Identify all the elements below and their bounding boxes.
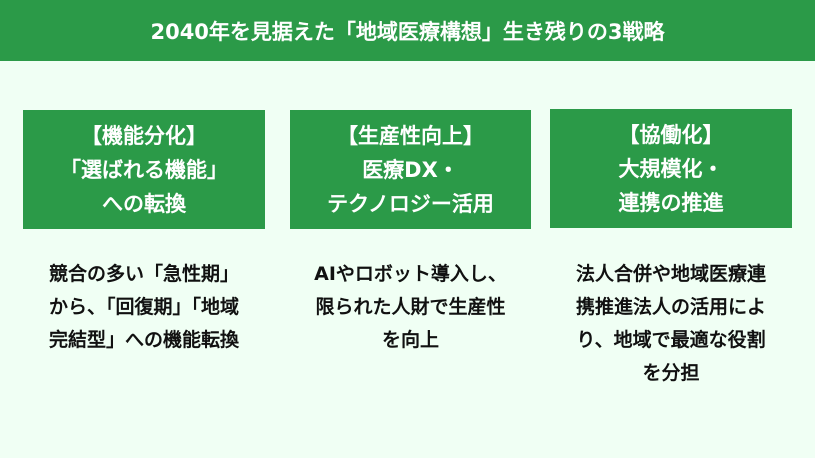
strategy-subheading: 「選ばれる機能」 [60,157,228,182]
description-line: から、「回復期」「地域 [48,296,239,318]
description-line: 完結型」への機能転換 [48,329,239,351]
description-line: 携推進法人の活用によ [575,296,766,318]
header-banner: 2040年を見据えた「地域医療構想」生き残りの3戦略 [0,0,815,61]
strategy-subheading: テクノロジー活用 [327,191,494,216]
strategy-subheading: 大規模化・ [618,156,724,181]
description-line: 競合の多い「急性期」 [48,263,239,285]
strategy-heading: 【生産性向上】 [337,123,484,148]
strategy-subheading: 医療DX・ [362,157,459,182]
strategy-description-functional-differentiation: 競合の多い「急性期」 から、「回復期」「地域 完結型」への機能転換 [23,258,265,357]
description-line: 法人合併や地域医療連 [575,263,766,285]
description-line: を分担 [642,362,700,384]
strategy-description-collaboration: 法人合併や地域医療連 携推進法人の活用によ り、地域で最適な役割 を分担 [550,258,792,390]
page-title: 2040年を見据えた「地域医療構想」生き残りの3戦略 [150,19,665,44]
strategy-box-collaboration: 【協働化】 大規模化・ 連携の推進 [550,109,792,228]
description-line: り、地域で最適な役割 [576,329,766,351]
strategy-box-productivity: 【生産性向上】 医療DX・ テクノロジー活用 [290,110,531,229]
strategy-heading: 【協働化】 [618,122,724,147]
description-line: 限られた人財で生産性 [315,296,506,318]
strategy-subheading: 連携の推進 [618,190,724,215]
strategy-description-productivity: AIやロボット導入し、 限られた人財で生産性 を向上 [290,258,531,357]
strategy-subheading: への転換 [102,191,186,216]
strategy-box-functional-differentiation: 【機能分化】 「選ばれる機能」 への転換 [23,110,265,229]
description-line: AIやロボット導入し、 [314,263,507,285]
strategy-heading: 【機能分化】 [81,123,207,148]
description-line: を向上 [381,329,439,351]
